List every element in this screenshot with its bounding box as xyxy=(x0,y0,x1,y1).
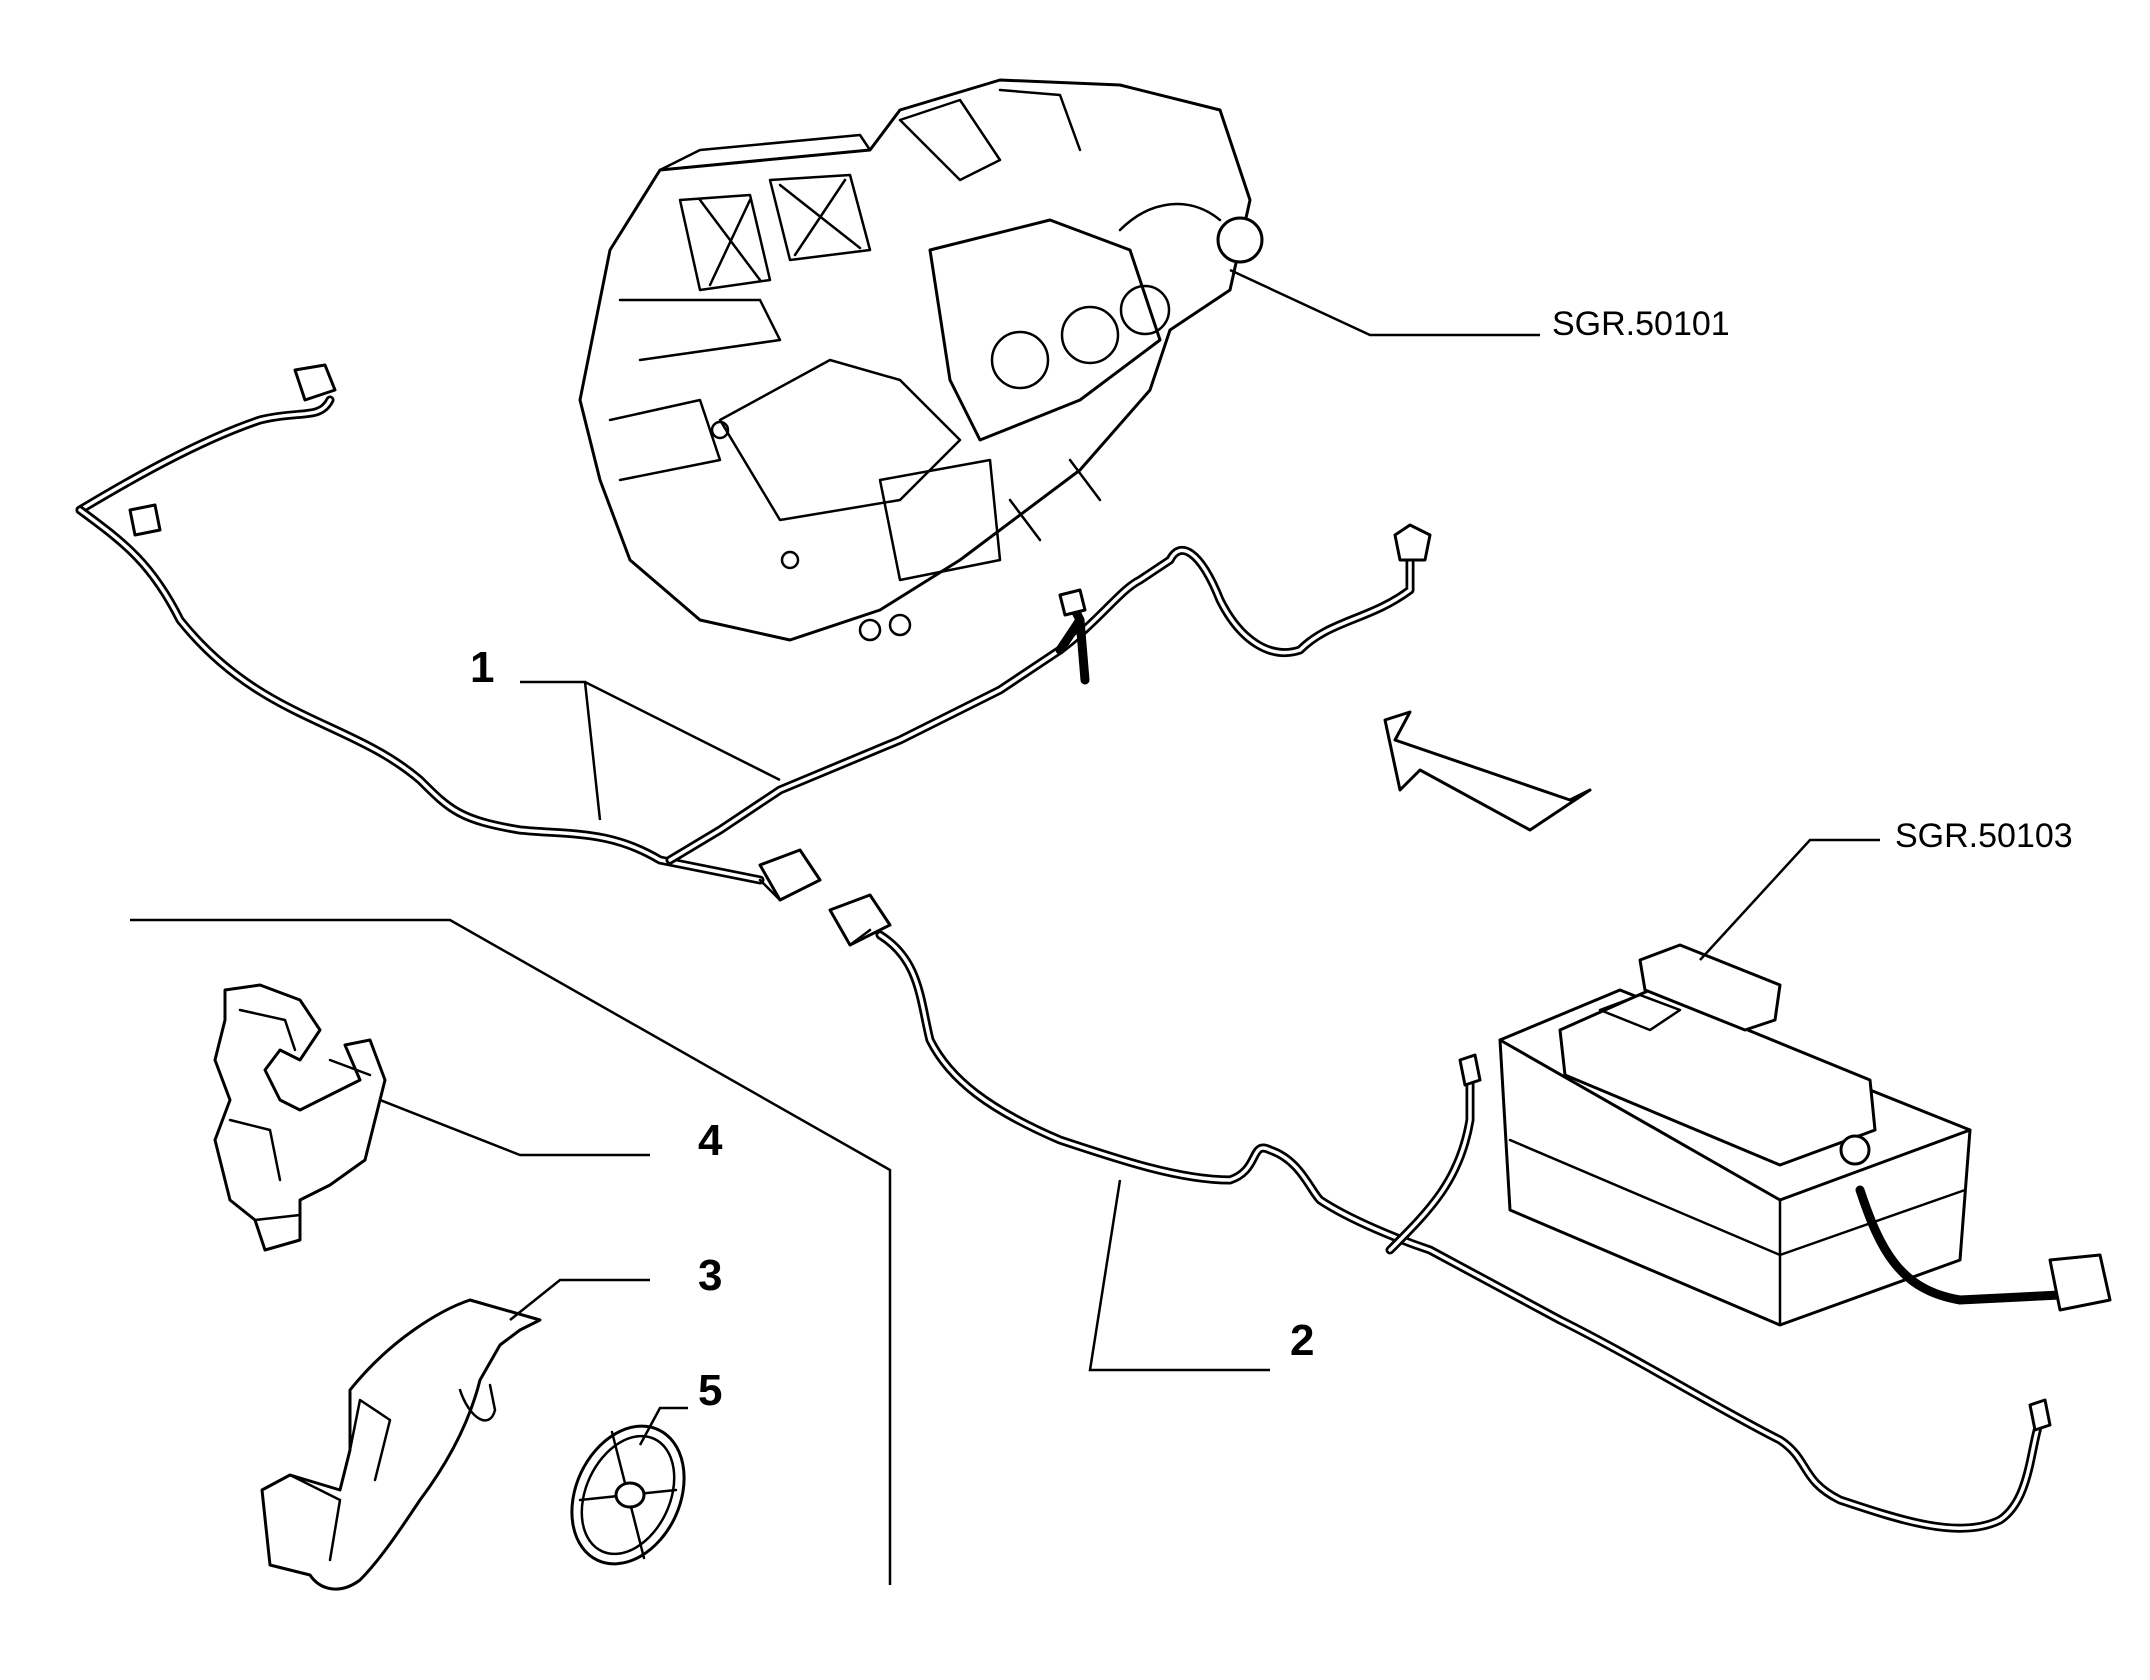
direction-arrow xyxy=(1383,710,1592,832)
grommet-part-5 xyxy=(570,1424,686,1566)
callout-1: 1 xyxy=(470,643,494,692)
reference-heater-unit: SGR.50101 xyxy=(1552,305,1730,343)
callout-3: 3 xyxy=(698,1251,722,1300)
harness-1 xyxy=(75,363,1432,902)
leader-lines xyxy=(379,268,1880,1446)
callout-5: 5 xyxy=(698,1366,722,1415)
battery-illustration xyxy=(1498,943,2112,1327)
reference-battery: SGR.50103 xyxy=(1895,817,2073,855)
callout-4: 4 xyxy=(698,1116,723,1165)
harness-2 xyxy=(828,893,2052,1533)
callout-2: 2 xyxy=(1290,1316,1314,1365)
section-divider-line xyxy=(130,918,892,1585)
bracket-part-3 xyxy=(260,1298,542,1591)
clip-part-4 xyxy=(213,983,387,1252)
heater-unit-illustration xyxy=(578,78,1264,642)
